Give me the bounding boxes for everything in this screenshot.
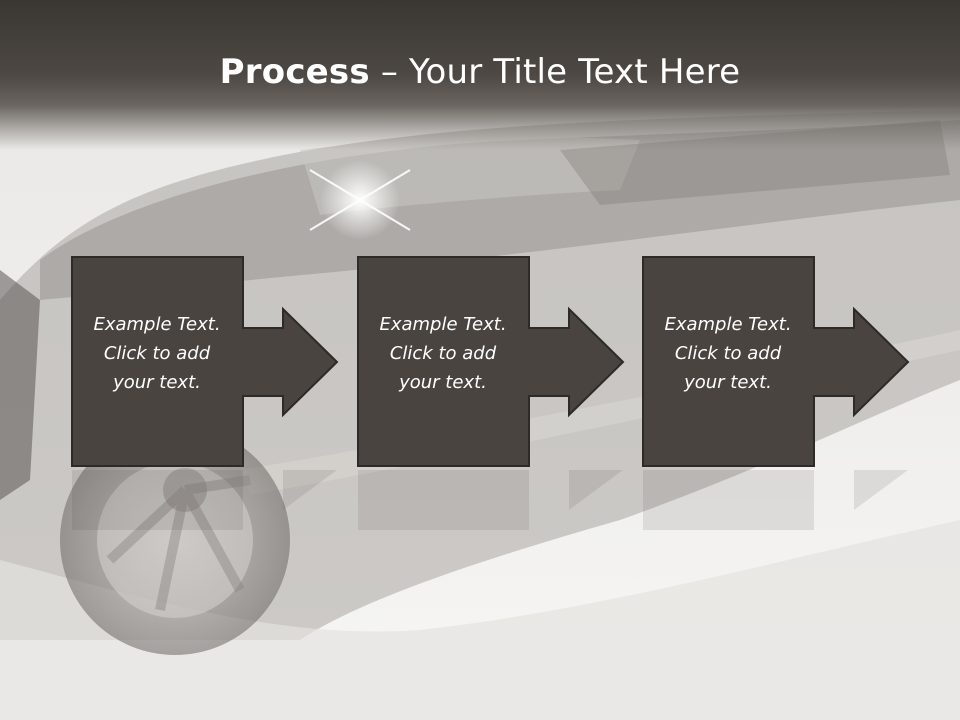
process-step-1[interactable]: Example Text. Click to add your text. <box>71 256 341 468</box>
step-3-line-2: Click to add <box>674 343 782 364</box>
step-2-line-1: Example Text. <box>379 314 507 335</box>
title-bar <box>0 0 960 150</box>
step-2-line-2: Click to add <box>389 343 497 364</box>
step-2-line-3: your text. <box>399 372 487 393</box>
title-dash: – <box>369 52 410 92</box>
step-3-text: Example Text. Click to add your text. <box>642 310 814 397</box>
step-2-arrow-shape <box>357 256 625 467</box>
step-3-arrow-shape <box>642 256 910 467</box>
step-2-text: Example Text. Click to add your text. <box>357 310 529 397</box>
step-3-line-3: your text. <box>684 372 772 393</box>
step-1-line-2: Click to add <box>103 343 211 364</box>
title-text: Your Title Text Here <box>409 52 741 92</box>
step-1-reflection <box>72 470 337 530</box>
step-1-arrow-shape <box>71 256 339 467</box>
step-2-reflection <box>358 470 623 530</box>
process-step-2[interactable]: Example Text. Click to add your text. <box>357 256 627 468</box>
step-1-text: Example Text. Click to add your text. <box>71 310 243 397</box>
process-step-3[interactable]: Example Text. Click to add your text. <box>642 256 912 468</box>
step-1-line-3: your text. <box>113 372 201 393</box>
step-3-reflection <box>643 470 908 530</box>
title-bold-part: Process <box>219 52 370 92</box>
step-3-line-1: Example Text. <box>664 314 792 335</box>
step-1-line-1: Example Text. <box>93 314 221 335</box>
slide-title[interactable]: Process – Your Title Text Here <box>0 52 960 92</box>
